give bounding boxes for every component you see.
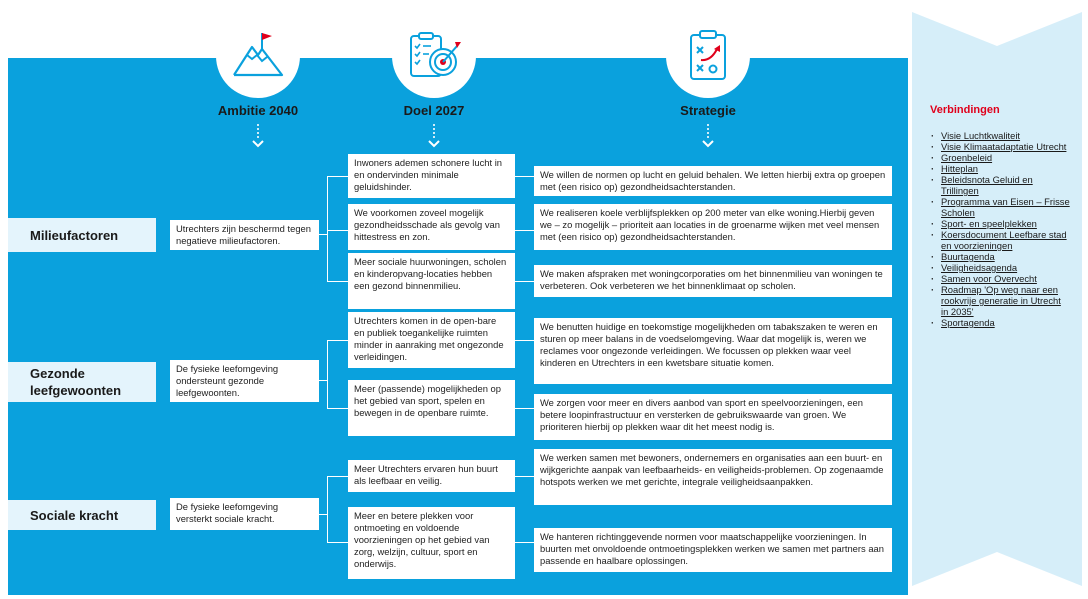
connector-line	[514, 542, 534, 543]
list-item: Sport- en speelplekken	[930, 218, 1070, 229]
doel-box: Utrechters komen in de open-bare en publ…	[348, 312, 515, 368]
strategie-box: We werken samen met bewoners, ondernemer…	[534, 449, 892, 505]
link-item[interactable]: Sport- en speelplekken	[941, 218, 1037, 229]
connector-line	[327, 340, 348, 341]
link-item[interactable]: Samen voor Overvecht	[941, 273, 1037, 284]
strategie-box: We willen de normen op lucht en geluid b…	[534, 166, 892, 196]
connector-line	[318, 234, 327, 235]
link-item[interactable]: Koersdocument Leefbare stad en voorzieni…	[941, 229, 1067, 251]
connector-line	[514, 176, 534, 177]
connector-line	[327, 176, 328, 281]
ambitie-gezond: De fysieke leefomgeving ondersteunt gezo…	[170, 360, 319, 402]
link-item[interactable]: Roadmap 'Op weg naar een rookvrije gener…	[941, 284, 1061, 317]
theme-sociale-kracht: Sociale kracht	[8, 500, 156, 530]
connector-line	[318, 514, 327, 515]
connector-line	[327, 230, 348, 231]
connector-line	[327, 281, 348, 282]
connector-line	[514, 230, 534, 231]
doel-box: Meer Utrechters ervaren hun buurt als le…	[348, 460, 515, 492]
col-title-strategie: Strategie	[680, 103, 736, 118]
mountain-flag-icon	[233, 33, 284, 77]
strategie-circle	[666, 14, 750, 98]
list-item: Hitteplan	[930, 163, 1070, 174]
verbindingen-title: Verbindingen	[930, 104, 1000, 116]
ambitie-sociaal: De fysieke leefomgeving versterkt social…	[170, 498, 319, 530]
link-item[interactable]: Visie Klimaatadaptatie Utrecht	[941, 141, 1067, 152]
checklist-target-icon	[410, 32, 461, 77]
link-item[interactable]: Hitteplan	[941, 163, 979, 174]
connector-line	[327, 476, 348, 477]
connector-line	[514, 340, 534, 341]
arrow-down-icon	[252, 124, 264, 148]
doel-box: Meer en betere plekken voor ontmoeting e…	[348, 507, 515, 579]
list-item: Visie Klimaatadaptatie Utrecht	[930, 141, 1070, 152]
ambitie-milieu: Utrechters zijn beschermd tegen negatiev…	[170, 220, 319, 250]
doel-box: Meer (passende) mogelijkheden op het geb…	[348, 380, 515, 436]
link-item[interactable]: Visie Luchtkwaliteit	[941, 130, 1021, 141]
arrow-down-icon	[428, 124, 440, 148]
doel-box: Inwoners ademen schonere lucht in en ond…	[348, 154, 515, 198]
clipboard-strategy-icon	[690, 30, 726, 80]
list-item: Veiligheidsagenda	[930, 262, 1070, 273]
connector-line	[327, 176, 348, 177]
arrow-down-icon	[702, 124, 714, 148]
strategie-box: We maken afspraken met woningcorporaties…	[534, 265, 892, 297]
link-item[interactable]: Veiligheidsagenda	[941, 262, 1018, 273]
col-title-doel: Doel 2027	[403, 103, 465, 118]
link-item[interactable]: Buurtagenda	[941, 251, 995, 262]
connector-line	[514, 476, 534, 477]
connector-line	[327, 408, 348, 409]
connector-line	[318, 380, 327, 381]
ambitie-circle	[216, 14, 300, 98]
connector-line	[514, 281, 534, 282]
col-title-ambitie: Ambitie 2040	[217, 103, 299, 118]
connector-line	[514, 408, 534, 409]
connector-line	[327, 476, 328, 542]
list-item: Sportagenda	[930, 317, 1070, 328]
strategie-box: We benutten huidige en toekomstige mogel…	[534, 318, 892, 384]
connector-line	[327, 340, 328, 408]
list-item: Beleidsnota Geluid en Trillingen	[930, 174, 1070, 196]
link-item[interactable]: Beleidsnota Geluid en Trillingen	[941, 174, 1033, 196]
theme-gezonde-leefgewoonten: Gezonde leefgewoonten	[8, 362, 156, 402]
list-item: Koersdocument Leefbare stad en voorzieni…	[930, 229, 1070, 251]
link-item[interactable]: Programma van Eisen – Frisse Scholen	[941, 196, 1070, 218]
strategie-box: We realiseren koele verblijfsplekken op …	[534, 204, 892, 250]
doel-box: We voorkomen zoveel mogelijk gezondheids…	[348, 204, 515, 250]
list-item: Buurtagenda	[930, 251, 1070, 262]
strategie-box: We hanteren richtinggevende normen voor …	[534, 528, 892, 572]
doel-box: Meer sociale huurwoningen, scholen en ki…	[348, 253, 515, 309]
list-item: Visie Luchtkwaliteit	[930, 130, 1070, 141]
theme-milieufactoren: Milieufactoren	[8, 218, 156, 252]
doel-circle	[392, 14, 476, 98]
link-item[interactable]: Groenbeleid	[941, 152, 993, 163]
link-item[interactable]: Sportagenda	[941, 317, 995, 328]
list-item: Programma van Eisen – Frisse Scholen	[930, 196, 1070, 218]
verbindingen-list: Visie Luchtkwaliteit Visie Klimaatadapta…	[930, 130, 1070, 328]
connector-line	[327, 542, 348, 543]
list-item: Groenbeleid	[930, 152, 1070, 163]
list-item: Roadmap 'Op weg naar een rookvrije gener…	[930, 284, 1070, 317]
strategie-box: We zorgen voor meer en divers aanbod van…	[534, 394, 892, 440]
list-item: Samen voor Overvecht	[930, 273, 1070, 284]
